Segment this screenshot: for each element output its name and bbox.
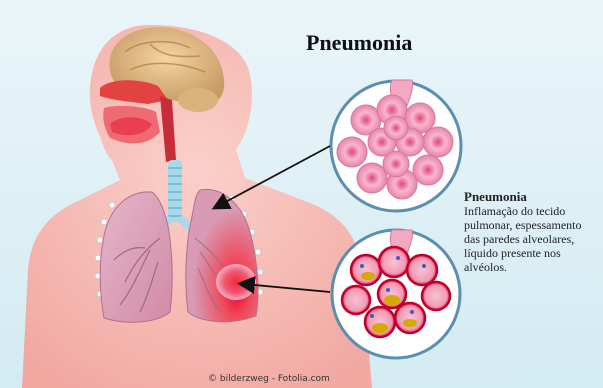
caption-line: alvéolos. bbox=[464, 260, 600, 274]
caption-line: pulmonar, espessamento bbox=[464, 218, 600, 232]
caption: Pneumonia Inflamação do tecido pulmonar,… bbox=[464, 190, 600, 274]
cerebellum bbox=[178, 88, 218, 112]
inflamed-alveoli-magnifier bbox=[332, 230, 460, 358]
caption-heading: Pneumonia bbox=[464, 190, 600, 204]
healthy-alveoli-magnifier bbox=[331, 80, 461, 211]
caption-line: das paredes alveolares, bbox=[464, 232, 600, 246]
infection-spot bbox=[216, 264, 256, 300]
image-credit: © bilderzweg - Fotolia.com bbox=[208, 374, 330, 384]
caption-line: Inflamação do tecido bbox=[464, 204, 600, 218]
page-title: Pneumonia bbox=[306, 30, 412, 56]
caption-line: líquido presente nos bbox=[464, 246, 600, 260]
